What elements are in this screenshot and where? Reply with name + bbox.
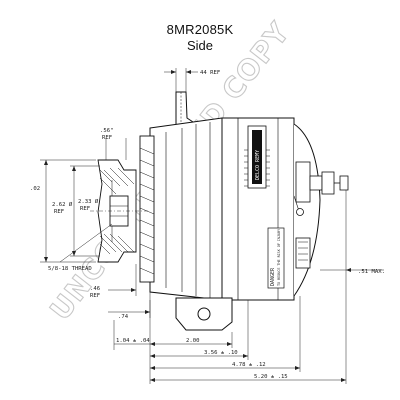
model-title: 8MR2085K (166, 22, 234, 37)
dim-bottom-478: 4.78 ± .12 (232, 362, 266, 368)
terminal-screw (296, 208, 304, 216)
connector-plug (295, 237, 311, 269)
danger-warning-label: DANGER TO REDUCE THE RISK OF INJURY (267, 227, 285, 289)
terminal-block (295, 161, 311, 203)
nameplate: DELCO REMY (247, 125, 267, 189)
output-stud-nut (321, 171, 335, 195)
dimension-labels: 44 REF .56" REF .02 2.62 Ø REF 2.33 Ø RE… (30, 70, 385, 380)
dim-dia-inner-ref: REF (80, 206, 91, 212)
view-subtitle: Side (186, 38, 214, 53)
alternator-body (149, 91, 321, 331)
dim-dia-inner: 2.33 Ø (78, 198, 99, 205)
dim-bottom-356: 3.56 ± .10 (204, 350, 238, 356)
bottom-mount-ear (175, 297, 233, 331)
dim-74: .74 (118, 314, 129, 320)
dim-bottom-520: 5.20 ± .15 (254, 374, 288, 380)
dim-bottom-104: 1.04 ± .04 (116, 338, 150, 344)
dim-right-max: .51 MAX. (358, 269, 385, 275)
dim-46: .46 (90, 286, 100, 292)
dim-pulley-angle: .56" (100, 128, 113, 134)
dim-left: .02 (30, 186, 40, 192)
dim-thread: 5/8-18 THREAD (48, 266, 92, 272)
dim-dia-outer: 2.62 Ø (52, 201, 73, 208)
bottom-mount-hole (197, 307, 211, 321)
output-stud-tip (339, 175, 349, 191)
nameplate-label-block (252, 130, 262, 184)
warning-text: TO REDUCE THE RISK OF INJURY (277, 229, 281, 286)
dim-pulley-angle-ref: REF (102, 135, 113, 141)
dimension-arrows (44, 70, 351, 382)
rear-terminals (293, 161, 349, 269)
dim-top-ref: 44 REF (200, 70, 221, 76)
dim-bottom-200: 2.00 (186, 338, 199, 344)
dimension-lines (40, 68, 384, 384)
pulley-assembly (90, 135, 155, 283)
dim-46-ref: REF (90, 293, 101, 299)
dim-dia-outer-ref: REF (54, 209, 65, 215)
nameplate-text: DELCO REMY (255, 150, 261, 180)
terminal-stud-base (309, 175, 323, 191)
warning-title: DANGER (270, 267, 276, 286)
